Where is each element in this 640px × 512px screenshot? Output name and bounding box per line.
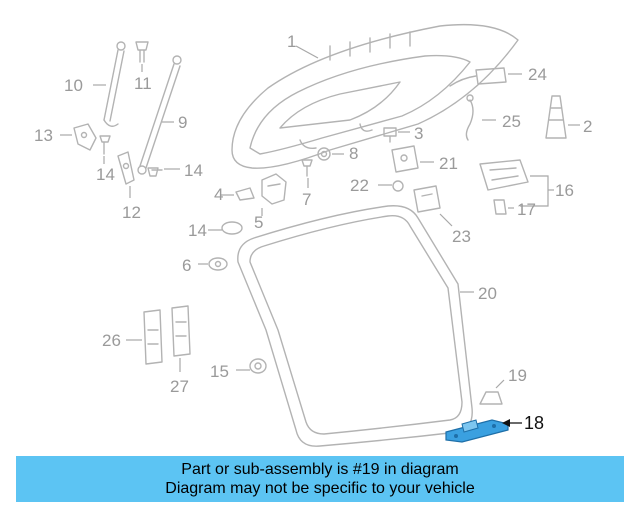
gas-strut-9 <box>137 55 182 175</box>
callout-12: 12 <box>122 203 141 222</box>
callout-18: 17 <box>517 200 536 219</box>
weatherstrip-21 <box>237 205 473 447</box>
lamp-25 <box>449 67 507 87</box>
callout-27: 26 <box>102 331 121 350</box>
striker-24 <box>413 185 441 213</box>
handle-17 <box>479 159 529 191</box>
screw-18 <box>493 199 507 215</box>
bumper-23 <box>392 180 404 192</box>
callout-3: 3 <box>414 124 423 143</box>
arrow-19 <box>502 419 510 427</box>
parts-diagram: 1 10 11 9 13 14 12 14 4 <box>34 23 592 447</box>
hinge-bracket-19 <box>445 419 509 443</box>
bolt-11 <box>135 41 149 63</box>
liftgate-part <box>231 23 519 169</box>
fastener-20 <box>479 391 503 405</box>
callout-15: 14 <box>188 221 207 240</box>
plug-15 <box>221 221 243 235</box>
callout-2: 2 <box>583 117 592 136</box>
callout-14b: 14 <box>184 161 203 180</box>
callout-17: 16 <box>555 181 574 200</box>
callout-7: 7 <box>302 190 311 209</box>
callout-5: 5 <box>254 213 263 232</box>
bracket-13 <box>73 123 97 151</box>
callout-19: 18 <box>524 413 544 433</box>
banner-line-2: Diagram may not be specific to your vehi… <box>165 480 475 497</box>
callout-22: 21 <box>439 154 458 173</box>
leader-1 <box>295 45 319 59</box>
callout-28: 27 <box>170 377 189 396</box>
bumper-16 <box>249 358 267 374</box>
callout-1: 1 <box>287 32 296 51</box>
hinge-12 <box>117 151 135 185</box>
bolt-7 <box>301 159 313 177</box>
callout-24: 23 <box>452 227 471 246</box>
bolt-3 <box>383 127 397 143</box>
callout-9: 9 <box>178 113 187 132</box>
callout-11: 11 <box>134 74 152 93</box>
boot-2 <box>545 95 567 139</box>
bolt-14a <box>99 135 111 155</box>
callout-4: 4 <box>214 185 223 204</box>
callout-14a: 14 <box>96 165 115 184</box>
nut-8 <box>317 147 331 161</box>
bracket-28 <box>171 305 191 357</box>
callout-13: 13 <box>34 126 53 145</box>
cable-26 <box>465 94 474 141</box>
callout-8: 8 <box>349 144 358 163</box>
callout-16: 15 <box>210 362 229 381</box>
gas-strut-10 <box>103 41 126 127</box>
info-banner: Part or sub-assembly is #19 in diagram D… <box>16 456 624 502</box>
clip-4 <box>235 187 255 201</box>
bolt-14b <box>147 167 163 177</box>
callout-10: 10 <box>64 76 83 95</box>
bracket-27 <box>143 309 163 365</box>
hinge-5 <box>261 173 287 205</box>
callout-26: 25 <box>502 112 521 131</box>
banner-line-1: Part or sub-assembly is #19 in diagram <box>181 461 459 478</box>
latch-22 <box>391 145 419 173</box>
callout-23: 22 <box>350 176 369 195</box>
grommet-6 <box>208 257 228 271</box>
callout-20: 19 <box>508 366 527 385</box>
callout-25: 24 <box>528 65 547 84</box>
callout-21: 20 <box>478 284 497 303</box>
callout-6: 6 <box>182 256 191 275</box>
